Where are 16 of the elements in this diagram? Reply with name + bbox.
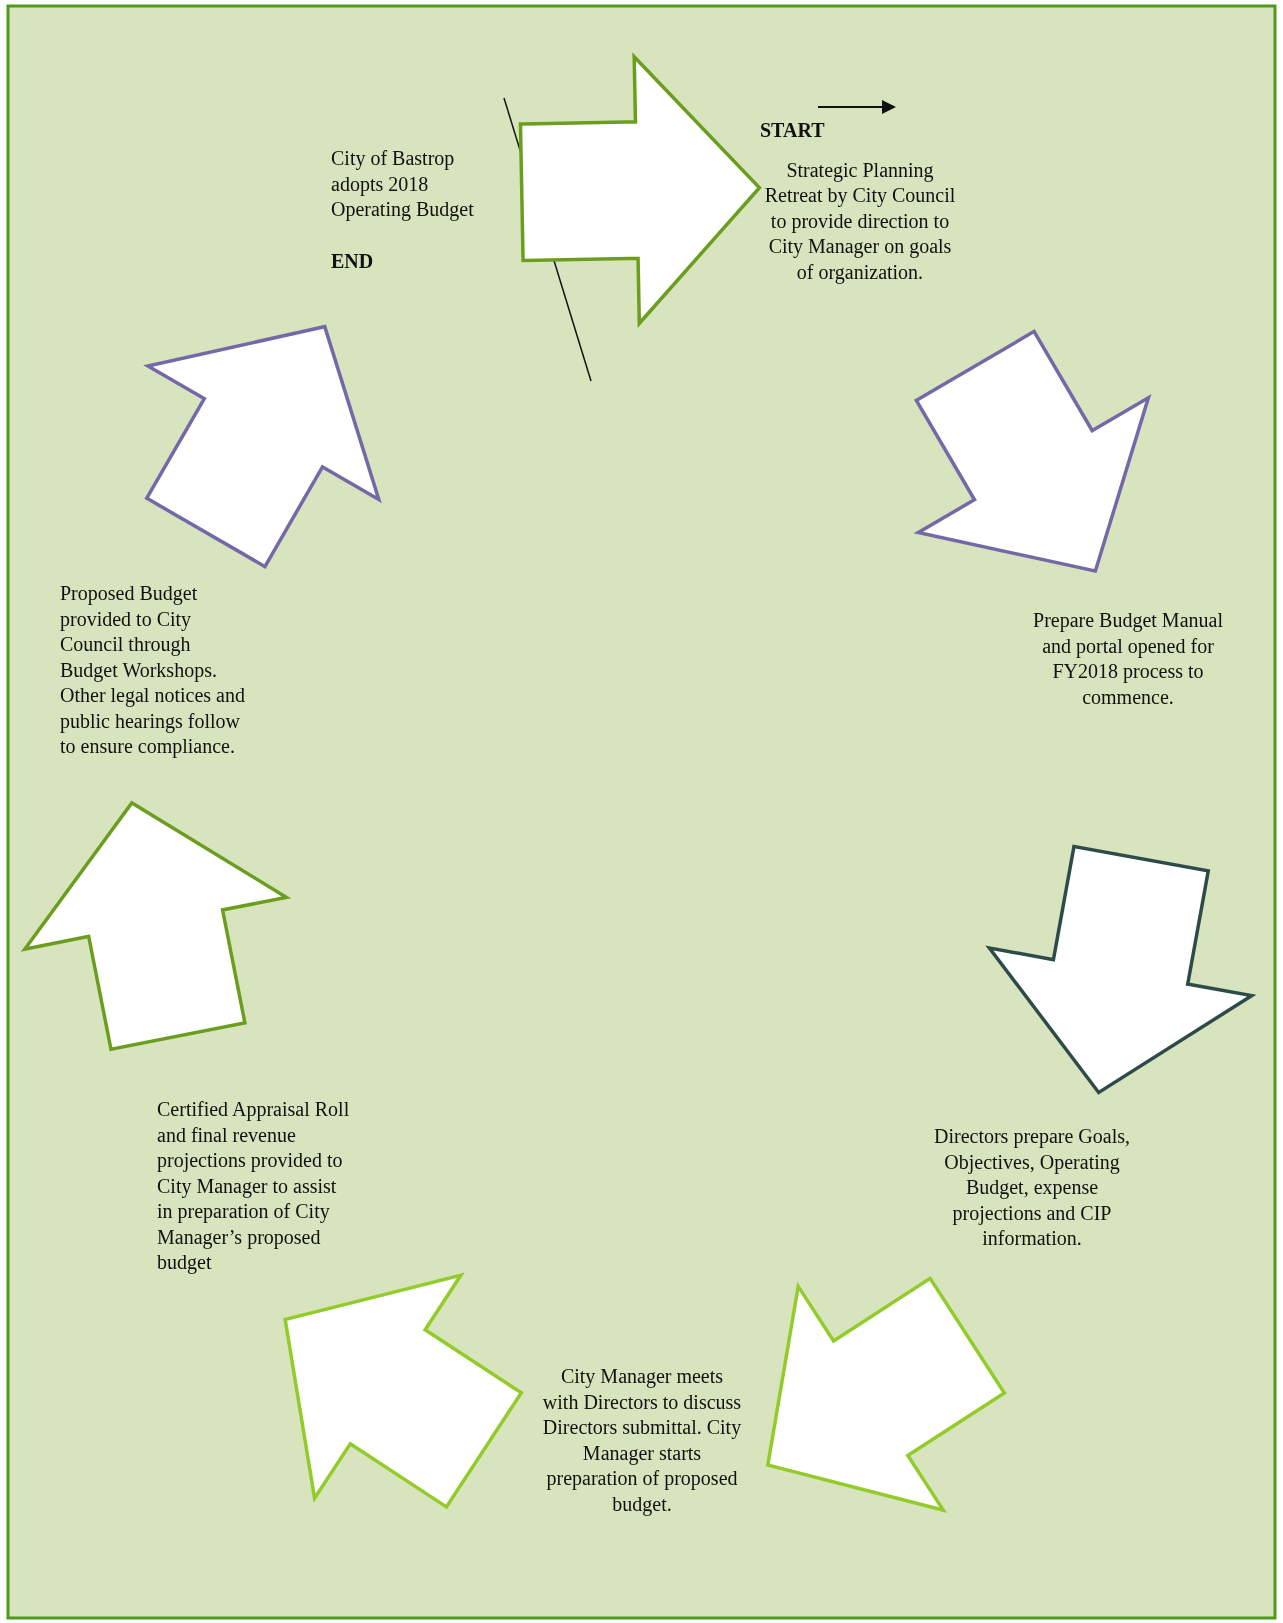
step-text: Prepare Budget Manual and portal opened for FY2018 process to commence.: [1032, 608, 1224, 710]
block-arrow: [20, 800, 292, 1052]
block-arrow: [143, 324, 382, 569]
step-text: City Manager meets with Directors to discuss Directors submittal. City Manager starts preparation of proposed budget.: [542, 1364, 742, 1517]
step-text: Certified Appraisal Roll and final revenue projections provided to City Manager to assist in preparation of City Manager’s proposed budget: [157, 1097, 351, 1276]
block-arrow: [765, 1276, 1007, 1513]
block-arrow: [985, 844, 1257, 1095]
step-text: Proposed Budget provided to City Council through Budget Workshops. Other legal notices and public hearings follow to ensure compliance.: [60, 581, 245, 760]
step-text: City of Bastrop adopts 2018 Operating Budget: [331, 146, 475, 223]
step-text: Directors prepare Goals, Objectives, Operating Budget, expense projections and CIP information.: [933, 1124, 1131, 1251]
step-text: Strategic Planning Retreat by City Council to provide direction to City Manager on goals of organization.: [763, 157, 957, 285]
stage-label: START: [760, 118, 825, 143]
block-arrow: [913, 329, 1152, 574]
block-arrow: [283, 1272, 524, 1510]
block-arrow: [518, 52, 762, 328]
stage-label: END: [331, 248, 374, 274]
